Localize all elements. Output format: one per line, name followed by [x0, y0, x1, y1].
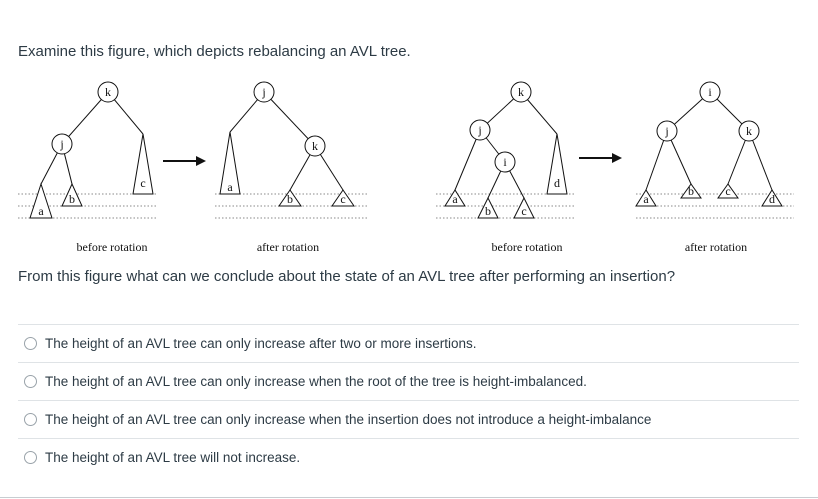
radio-button[interactable] [24, 375, 37, 388]
subtree-b [477, 196, 499, 219]
subtree-d [761, 189, 783, 207]
node-k [304, 135, 326, 157]
radio-button[interactable] [24, 413, 37, 426]
subtree-c [132, 133, 154, 195]
answer-label: The height of an AVL tree can only incre… [45, 336, 477, 351]
label: k [518, 85, 524, 99]
label: a [452, 192, 458, 206]
answer-option-2[interactable]: The height of an AVL tree can only incre… [18, 362, 799, 400]
label: c [521, 204, 526, 218]
answer-list: The height of an AVL tree can only incre… [18, 324, 799, 476]
label: b [485, 204, 491, 218]
radio-button[interactable] [24, 451, 37, 464]
divider [0, 497, 818, 498]
label: j [59, 137, 63, 151]
node-j [253, 81, 275, 103]
answer-label: The height of an AVL tree can only incre… [45, 374, 587, 389]
label: a [227, 180, 233, 194]
label: i [708, 85, 712, 99]
label: c [140, 176, 145, 190]
caption: before rotation [492, 240, 563, 254]
label: b [688, 184, 694, 198]
node-k [510, 81, 532, 103]
answer-label: The height of an AVL tree can only incre… [45, 412, 652, 427]
answer-option-4[interactable]: The height of an AVL tree will not incre… [18, 438, 799, 476]
answer-option-1[interactable]: The height of an AVL tree can only incre… [18, 324, 799, 362]
node-i [494, 151, 516, 173]
caption: before rotation [77, 240, 148, 254]
label: j [664, 124, 668, 138]
caption: after rotation [257, 240, 319, 254]
label: j [477, 123, 481, 137]
label: c [340, 192, 345, 206]
label: d [769, 192, 775, 206]
subtree-c [331, 189, 355, 207]
subtree-b [278, 189, 302, 207]
label: i [503, 155, 507, 169]
subtree-b [680, 183, 702, 199]
node-k [738, 120, 760, 142]
label: c [725, 184, 730, 198]
label: k [312, 139, 318, 153]
subtree-a [444, 189, 466, 207]
subtree-a [635, 189, 657, 207]
subtree-a [29, 182, 53, 219]
question-intro: Examine this figure, which depicts rebal… [18, 43, 411, 60]
subtree-b [61, 182, 83, 207]
arrow-right-icon [196, 156, 206, 166]
label: b [69, 192, 75, 206]
answer-option-3[interactable]: The height of an AVL tree can only incre… [18, 400, 799, 438]
label: b [287, 192, 293, 206]
avl-rotation-figure: k j a b c j k a b c k j i a b c d i j k … [0, 72, 818, 267]
node-j [656, 120, 678, 142]
label: a [643, 192, 649, 206]
subtree-d [546, 133, 568, 195]
node-k [97, 81, 119, 103]
label: d [554, 176, 560, 190]
node-j [469, 119, 491, 141]
label: a [38, 204, 44, 218]
caption: after rotation [685, 240, 747, 254]
label: k [746, 124, 752, 138]
node-i [699, 81, 721, 103]
question-prompt: From this figure what can we conclude ab… [18, 268, 676, 285]
radio-button[interactable] [24, 337, 37, 350]
avl-rotation-diagram: k j a b c j k a b c k j i a b c d i j k … [18, 81, 794, 254]
subtree-c [717, 183, 739, 199]
label: k [105, 85, 111, 99]
answer-label: The height of an AVL tree will not incre… [45, 450, 301, 465]
arrow-right-icon [612, 153, 622, 163]
label: j [261, 85, 265, 99]
node-j [51, 133, 73, 155]
subtree-a [219, 131, 241, 195]
subtree-c [513, 196, 535, 219]
